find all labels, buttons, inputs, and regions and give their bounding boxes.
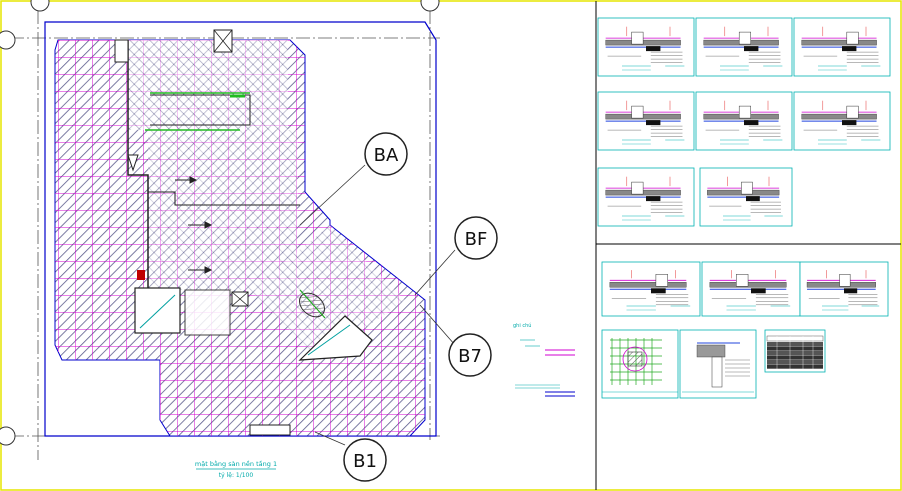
detail-sections	[597, 17, 891, 399]
notes-heading: ghi chú	[513, 322, 531, 329]
grid-bubble-ba-label: BA	[374, 145, 399, 166]
grid-bubble-b7: B7	[419, 304, 492, 377]
plan-title: mặt bằng sàn nền tầng 1	[195, 459, 277, 468]
grid-bubble-bf-label: BF	[465, 229, 488, 250]
grid-bubble-b7-label: B7	[458, 346, 482, 367]
site-boundary	[44, 21, 437, 437]
plan-scale: tỷ lệ: 1/100	[219, 472, 254, 479]
grid-bubble-ba: BA	[299, 132, 408, 226]
grid-bubble-bf: BF	[414, 216, 498, 296]
grid-bubble-b1: B1	[314, 431, 387, 482]
ramp	[298, 315, 373, 361]
notes-block: ghi chú	[513, 322, 575, 397]
floor-plan	[0, 0, 440, 460]
grid-bubble-b1-label: B1	[353, 451, 377, 472]
